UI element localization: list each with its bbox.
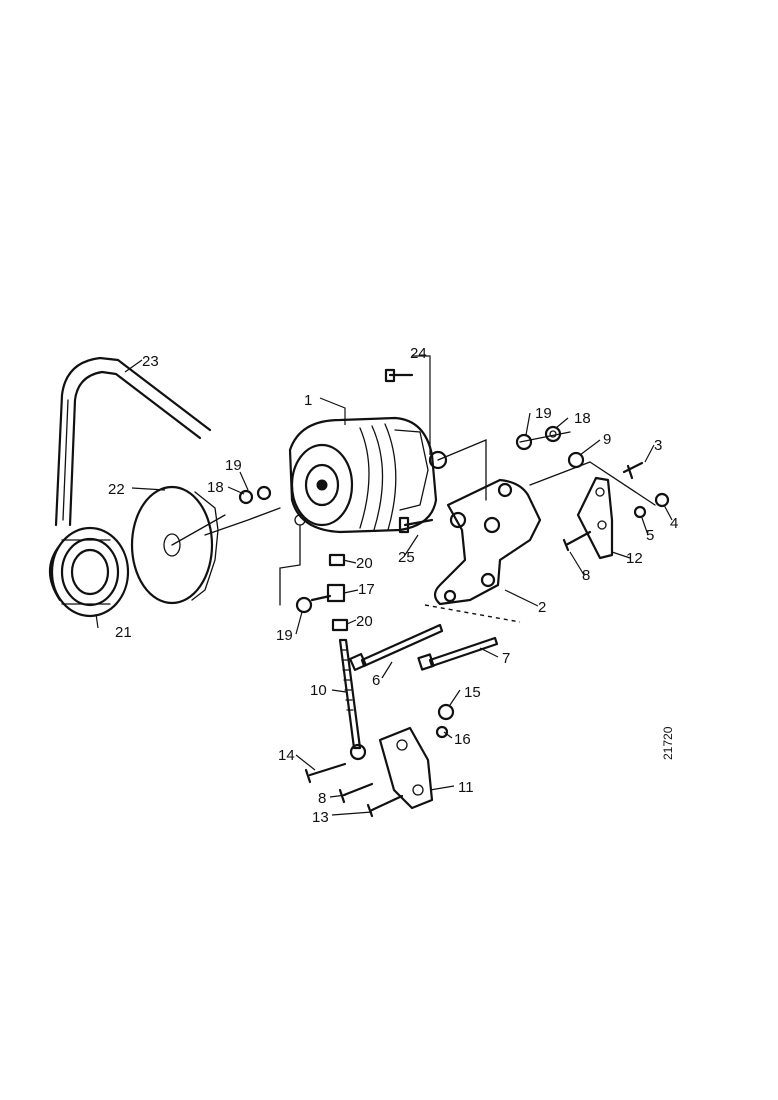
- fasteners: [238, 368, 670, 818]
- callout-8-right: 8: [582, 567, 590, 584]
- callout-14: 14: [278, 747, 295, 764]
- reference-number: 21720: [661, 726, 675, 760]
- callout-22: 22: [108, 481, 125, 498]
- alternator-fan-pulley: [130, 485, 226, 605]
- assembly-lines: [204, 431, 656, 623]
- callout-17: 17: [358, 581, 375, 598]
- callout-16: 16: [454, 731, 471, 748]
- alternator: [288, 416, 448, 534]
- callout-9: 9: [603, 431, 611, 448]
- adjusting-plate: [378, 726, 434, 810]
- callout-3: 3: [654, 437, 662, 454]
- callout-13: 13: [312, 809, 329, 826]
- tension-rod: [338, 638, 367, 761]
- callout-4: 4: [670, 515, 678, 532]
- callout-20-bottom: 20: [356, 613, 373, 630]
- callout-7: 7: [502, 650, 510, 667]
- callout-21: 21: [115, 624, 132, 641]
- callout-11: 11: [458, 779, 474, 796]
- callout-20-top: 20: [356, 555, 373, 572]
- callout-23: 23: [142, 353, 159, 370]
- callout-8-bottom: 8: [318, 790, 326, 807]
- callout-5-right: 5: [646, 527, 654, 544]
- leader-lines: [95, 355, 673, 816]
- callout-25: 25: [398, 549, 415, 566]
- callout-12: 12: [626, 550, 643, 567]
- callout-19-left: 19: [225, 457, 242, 474]
- callout-10: 10: [310, 682, 327, 699]
- drive-belt: [54, 356, 212, 527]
- long-bolt-6: [348, 623, 444, 672]
- callout-labels: 23 24 1 19 18 9 3 19 18 22 4 5 25 12 20 …: [108, 345, 678, 826]
- small-bracket: [576, 476, 614, 560]
- callout-19-top: 19: [535, 405, 552, 422]
- mounting-bracket: [433, 478, 542, 606]
- callout-6: 6: [372, 672, 380, 689]
- callout-18-left: 18: [207, 479, 224, 496]
- crank-pulley: [48, 526, 130, 618]
- callout-19-bottom: 19: [276, 627, 293, 644]
- callout-1: 1: [304, 392, 312, 409]
- callout-15: 15: [464, 684, 481, 701]
- callout-24: 24: [410, 345, 427, 362]
- callout-2: 2: [538, 599, 546, 616]
- callout-18-top: 18: [574, 410, 591, 427]
- long-bolt-7: [417, 636, 499, 671]
